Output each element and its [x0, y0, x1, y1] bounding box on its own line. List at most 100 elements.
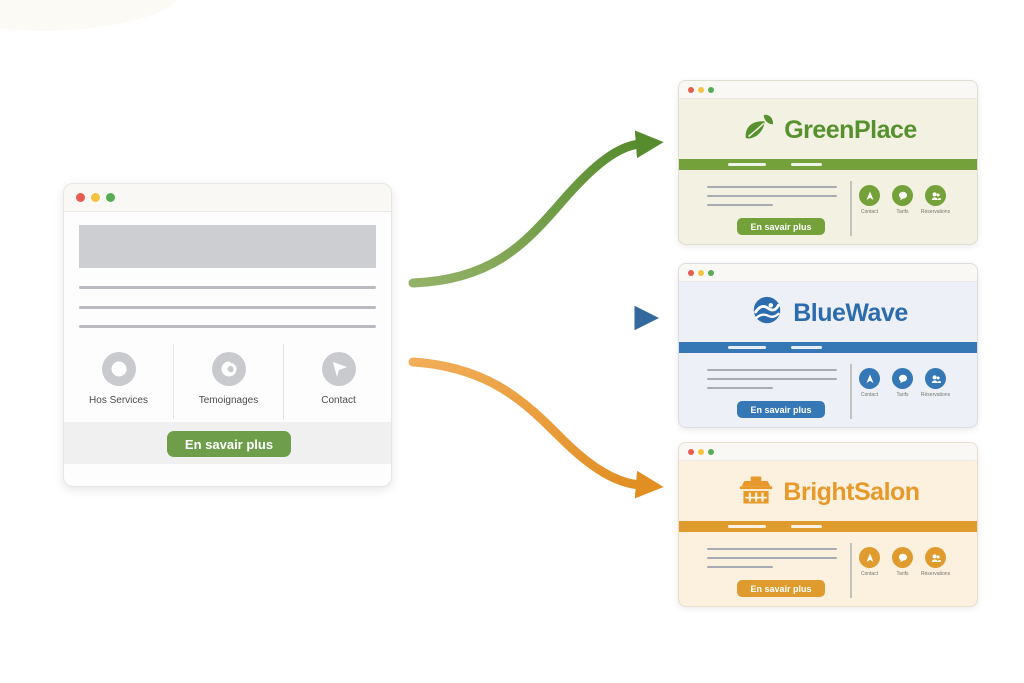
zoom-window-dot[interactable] [708, 269, 714, 276]
feature-label: Réservations [920, 392, 951, 398]
leaf-icon [741, 111, 775, 150]
learn-more-button[interactable]: En savair plus [737, 218, 825, 235]
text-line-placeholder [707, 186, 837, 188]
text-line-placeholder [707, 378, 837, 380]
feature-reservations[interactable]: Réservations [919, 368, 952, 398]
text-line-placeholder [707, 204, 773, 206]
feature-label: Tarifs [896, 209, 909, 215]
traffic-lights [688, 269, 714, 276]
feature-reservations[interactable]: Réservations [919, 547, 952, 577]
minimize-window-dot[interactable] [698, 86, 704, 93]
variant-card-bluewave: BlueWave Contact [678, 263, 978, 428]
section-label: Contact [321, 395, 356, 406]
text-line-placeholder [707, 369, 837, 371]
people-icon [925, 547, 946, 568]
text-line-placeholder [79, 286, 376, 289]
learn-more-button[interactable]: En savair plus [737, 580, 825, 597]
brand-name: GreenPlace [784, 115, 917, 144]
nav-placeholder-text [791, 162, 822, 167]
decorative-blob [0, 0, 182, 38]
navbar[interactable] [679, 521, 977, 532]
zoom-window-dot[interactable] [106, 193, 115, 202]
feature-tarifs[interactable]: Tarifs [886, 185, 919, 215]
people-icon [925, 368, 946, 389]
arrows-overlay [408, 130, 664, 499]
building-icon [738, 474, 774, 511]
vertical-divider [850, 543, 852, 598]
feature-label: Contact [860, 392, 879, 398]
feature-contact[interactable]: Contact [853, 547, 886, 577]
wave-icon [750, 294, 784, 333]
text-line-placeholder [707, 548, 837, 550]
feature-label: Réservations [920, 571, 951, 577]
variant-card-brightsalon: BrightSalon Contact [678, 442, 978, 607]
text-line-placeholder [79, 325, 376, 328]
feature-label: Contact [860, 209, 879, 215]
traffic-lights [688, 448, 714, 455]
zoom-window-dot[interactable] [708, 86, 714, 93]
features-row: Contact Tarifs [853, 185, 953, 215]
logo-row: BlueWave [679, 294, 977, 333]
feature-reservations[interactable]: Réservations [919, 185, 952, 215]
feature-label: Tarifs [896, 392, 909, 398]
source-window: Hos Services Temoignages Contact [63, 183, 392, 487]
section-testimonials[interactable]: Temoignages [173, 344, 283, 419]
chat-icon [892, 368, 913, 389]
zoom-window-dot[interactable] [708, 448, 714, 455]
card-titlebar [679, 81, 977, 99]
chat-icon [892, 547, 913, 568]
minimize-window-dot[interactable] [698, 269, 704, 276]
close-window-dot[interactable] [688, 448, 694, 455]
nav-placeholder-text [791, 524, 822, 529]
nav-placeholder-text [728, 162, 766, 167]
section-label: Hos Services [89, 395, 148, 406]
feature-contact[interactable]: Contact [853, 368, 886, 398]
ring-icon [101, 352, 136, 386]
features-row: Contact Tarifs [853, 368, 953, 398]
text-line-placeholder [707, 387, 773, 389]
marker-icon [859, 185, 880, 206]
card-titlebar [679, 264, 977, 282]
traffic-lights [688, 86, 714, 93]
close-window-dot[interactable] [688, 269, 694, 276]
text-line-placeholder [707, 566, 773, 568]
people-icon [925, 185, 946, 206]
feature-tarifs[interactable]: Tarifs [886, 547, 919, 577]
nav-placeholder-text [728, 524, 766, 529]
section-contact[interactable]: Contact [283, 344, 391, 419]
traffic-lights [76, 193, 115, 202]
arrow-to-greenplace [408, 130, 664, 288]
card-titlebar [679, 443, 977, 461]
vertical-divider [850, 181, 852, 236]
variant-card-greenplace: GreenPlace Contact [678, 80, 978, 245]
learn-more-button[interactable]: En savair plus [167, 431, 291, 457]
marker-icon [859, 368, 880, 389]
nav-placeholder-text [791, 345, 822, 350]
text-line-placeholder [707, 557, 837, 559]
minimize-window-dot[interactable] [91, 193, 100, 202]
text-line-placeholder [79, 306, 376, 309]
source-window-titlebar [64, 184, 391, 212]
spiral-icon [211, 352, 246, 386]
feature-tarifs[interactable]: Tarifs [886, 368, 919, 398]
cursor-arrow-icon [321, 352, 356, 386]
feature-label: Contact [860, 571, 879, 577]
feature-contact[interactable]: Contact [853, 185, 886, 215]
logo-row: BrightSalon [679, 473, 977, 511]
features-row: Contact Tarifs [853, 547, 953, 577]
vertical-divider [850, 364, 852, 419]
minimize-window-dot[interactable] [698, 448, 704, 455]
brand-name: BrightSalon [783, 477, 920, 506]
navbar[interactable] [679, 159, 977, 170]
arrow-to-brightsalon [408, 357, 664, 499]
close-window-dot[interactable] [76, 193, 85, 202]
feature-label: Tarifs [896, 571, 909, 577]
learn-more-button[interactable]: En savair plus [737, 401, 825, 418]
close-window-dot[interactable] [688, 86, 694, 93]
nav-placeholder-text [728, 345, 766, 350]
navbar[interactable] [679, 342, 977, 353]
logo-row: GreenPlace [679, 111, 977, 150]
section-services[interactable]: Hos Services [64, 344, 173, 419]
section-label: Temoignages [198, 395, 259, 406]
